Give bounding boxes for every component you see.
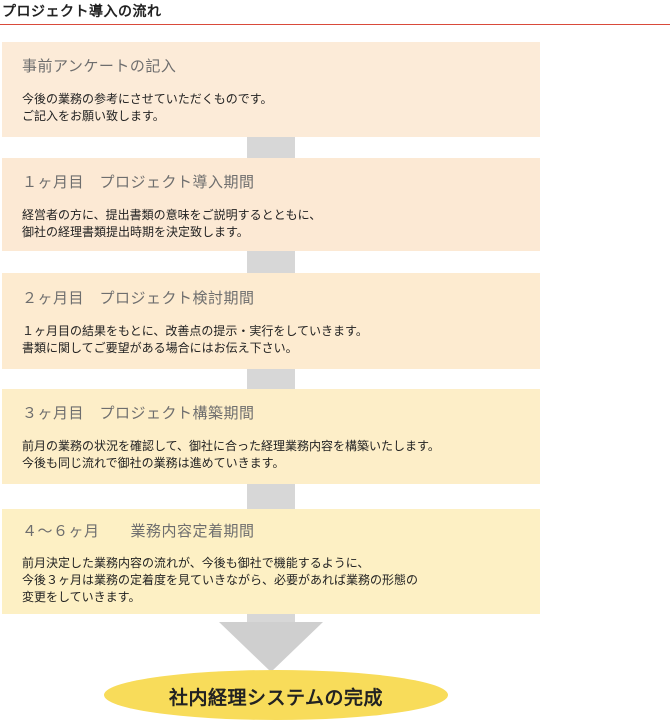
step-month-4-6: ４～６ヶ月 業務内容定着期間 前月決定した業務内容の流れが、今後も御社で機能する… <box>2 509 540 614</box>
step-description-line: 経営者の方に、提出書類の意味をご説明するとともに、 <box>22 208 322 222</box>
step-description-line: 前月の業務の状況を確認して、御社に合った経理業務内容を構築いたします。 <box>22 439 440 453</box>
step-title: ２ヶ月目 プロジェクト検討期間 <box>22 289 255 307</box>
step-pre-survey: 事前アンケートの記入 今後の業務の参考にさせていただくものです。 ご記入をお願い… <box>2 42 540 137</box>
step-description-line: １ヶ月目の結果をもとに、改善点の提示・実行をしていきます。 <box>22 324 368 338</box>
step-title: ３ヶ月目 プロジェクト構築期間 <box>22 404 255 422</box>
flow-arrow-head-icon <box>219 622 323 672</box>
step-description: 前月の業務の状況を確認して、御社に合った経理業務内容を構築いたします。 今後も同… <box>22 438 440 472</box>
step-description-line: 今後も同じ流れで御社の業務は進めていきます。 <box>22 456 285 470</box>
step-month-3: ３ヶ月目 プロジェクト構築期間 前月の業務の状況を確認して、御社に合った経理業務… <box>2 389 540 484</box>
step-description-line: 書類に関してご要望がある場合にはお伝え下さい。 <box>22 341 298 355</box>
step-title: １ヶ月目 プロジェクト導入期間 <box>22 173 255 191</box>
step-description-line: ご記入をお願い致します。 <box>22 109 165 123</box>
step-description-line: 変更をしていきます。 <box>22 590 141 604</box>
step-description: １ヶ月目の結果をもとに、改善点の提示・実行をしていきます。 書類に関してご要望が… <box>22 323 368 357</box>
step-title: ４～６ヶ月 業務内容定着期間 <box>22 522 255 540</box>
step-month-1: １ヶ月目 プロジェクト導入期間 経営者の方に、提出書類の意味をご説明するとともに… <box>2 158 540 251</box>
result-ellipse: 社内経理システムの完成 <box>104 670 448 720</box>
step-description: 前月決定した業務内容の流れが、今後も御社で機能するように、 今後３ヶ月は業務の定… <box>22 555 418 606</box>
step-title: 事前アンケートの記入 <box>22 57 177 75</box>
step-month-2: ２ヶ月目 プロジェクト検討期間 １ヶ月目の結果をもとに、改善点の提示・実行をして… <box>2 273 540 369</box>
step-description: 経営者の方に、提出書類の意味をご説明するとともに、 御社の経理書類提出時期を決定… <box>22 207 321 241</box>
page-heading-text: プロジェクト導入の流れ <box>2 4 162 20</box>
step-description-line: 今後の業務の参考にさせていただくものです。 <box>22 92 273 106</box>
step-description: 今後の業務の参考にさせていただくものです。 ご記入をお願い致します。 <box>22 91 273 125</box>
result-label: 社内経理システムの完成 <box>169 687 383 709</box>
page-heading: プロジェクト導入の流れ <box>0 0 670 25</box>
step-description-line: 前月決定した業務内容の流れが、今後も御社で機能するように、 <box>22 556 370 570</box>
step-description-line: 今後３ヶ月は業務の定着度を見ていきながら、必要があれば業務の形態の <box>22 573 419 587</box>
step-description-line: 御社の経理書類提出時期を決定致します。 <box>22 225 249 239</box>
